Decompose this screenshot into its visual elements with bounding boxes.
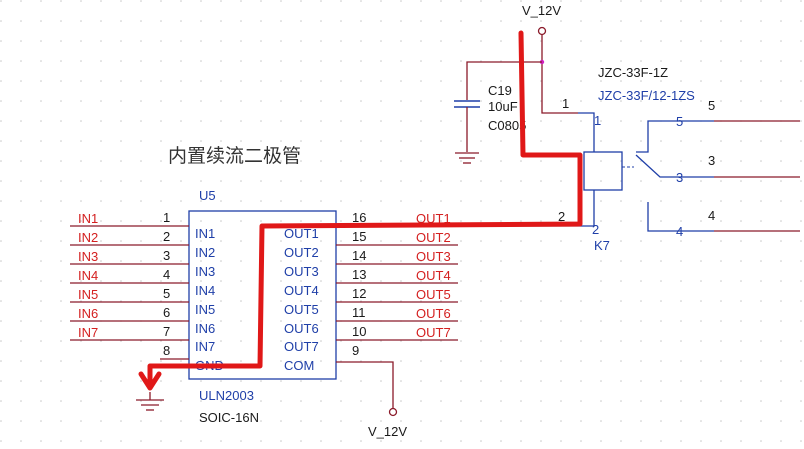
ic-left-pin-6: 6 IN6 (163, 305, 215, 336)
ic-right-pin-14: 14 OUT3 (284, 248, 366, 279)
relay-contact-pin-5: 5 (676, 114, 683, 129)
svg-text:6: 6 (163, 305, 170, 320)
svg-text:OUT1: OUT1 (284, 226, 319, 241)
svg-text:15: 15 (352, 229, 366, 244)
power-port-top (537, 26, 547, 36)
ic-left-pin-3: 3 IN3 (163, 248, 215, 279)
capacitor-ref: C19 (488, 83, 512, 98)
input-wires (70, 225, 189, 360)
ic-left-pin-5: 5 IN5 (163, 286, 215, 317)
ic-ref: U5 (199, 188, 216, 203)
relay-output-wires (714, 120, 800, 232)
ic-left-pin-7: 7 IN7 (163, 324, 215, 354)
net-label-out6: OUT6 (416, 306, 451, 321)
svg-text:OUT2: OUT2 (284, 245, 319, 260)
svg-text:4: 4 (163, 267, 170, 282)
svg-text:OUT7: OUT7 (284, 339, 319, 354)
ic-left-pin-1: 1 IN1 (163, 210, 215, 241)
relay-coil-pin-1-inner: 1 (594, 113, 601, 128)
svg-text:IN2: IN2 (195, 245, 215, 260)
svg-text:IN7: IN7 (195, 339, 215, 354)
ic-body (188, 210, 337, 380)
relay-model-1: JZC-33F-1Z (598, 65, 668, 80)
net-label-in6: IN6 (78, 306, 98, 321)
relay-k7 (578, 112, 714, 232)
relay-contact-pin-4: 4 (676, 224, 683, 239)
svg-text:COM: COM (284, 358, 314, 373)
svg-text:12: 12 (352, 286, 366, 301)
ground-symbol-ic (136, 392, 164, 411)
net-label-in4: IN4 (78, 268, 98, 283)
ic-left-pin-4: 4 IN4 (163, 267, 215, 298)
ic-right-pin-13: 13 OUT4 (284, 267, 366, 298)
current-path-arrowhead (138, 371, 162, 391)
svg-text:11: 11 (352, 305, 366, 320)
current-path-annotation (147, 30, 583, 389)
svg-text:8: 8 (163, 343, 170, 358)
net-label-out4: OUT4 (416, 268, 451, 283)
svg-text:IN5: IN5 (195, 302, 215, 317)
ic-right-pin-12: 12 OUT5 (284, 286, 366, 317)
ic-right-pin-11: 11 OUT6 (284, 305, 366, 336)
net-label-out5: OUT5 (416, 287, 451, 302)
relay-coil-pin-2: 2 (558, 209, 565, 224)
relay-coil-pin-1: 1 (562, 96, 569, 111)
relay-outer-pin-4: 4 (708, 208, 715, 223)
ic-right-pin-9: 9 COM (284, 343, 359, 373)
svg-text:OUT4: OUT4 (284, 283, 319, 298)
ic-left-pin-2: 2 IN2 (163, 229, 215, 260)
net-label-out3: OUT3 (416, 249, 451, 264)
relay-contact-pin-3: 3 (676, 170, 683, 185)
power-label-bottom: V_12V (368, 424, 407, 439)
capacitor-c19 (454, 100, 480, 152)
relay-coil-pin-2-inner: 2 (592, 222, 599, 237)
svg-text:5: 5 (163, 286, 170, 301)
ic-package: SOIC-16N (199, 410, 259, 425)
relay-outer-pin-5: 5 (708, 98, 715, 113)
svg-text:OUT3: OUT3 (284, 264, 319, 279)
svg-text:10: 10 (352, 324, 366, 339)
net-label-out1: OUT1 (416, 211, 451, 226)
svg-text:OUT6: OUT6 (284, 321, 319, 336)
ground-symbol-cap (455, 152, 479, 164)
net-label-out7: OUT7 (416, 325, 451, 340)
wire-v12-to-cap (466, 61, 542, 100)
capacitor-value: 10uF (488, 99, 518, 114)
svg-text:2: 2 (163, 229, 170, 244)
relay-ref: K7 (594, 238, 610, 253)
svg-text:16: 16 (352, 210, 366, 225)
net-label-in3: IN3 (78, 249, 98, 264)
svg-text:OUT5: OUT5 (284, 302, 319, 317)
net-label-in2: IN2 (78, 230, 98, 245)
relay-outer-pin-3: 3 (708, 153, 715, 168)
svg-text:IN3: IN3 (195, 264, 215, 279)
svg-text:13: 13 (352, 267, 366, 282)
svg-text:IN1: IN1 (195, 226, 215, 241)
net-label-in5: IN5 (78, 287, 98, 302)
ic-right-pin-16: 16 OUT1 (284, 210, 366, 241)
relay-model-2: JZC-33F/12-1ZS (598, 88, 695, 103)
power-port-bottom (388, 407, 398, 417)
ic-right-pin-10: 10 OUT7 (284, 324, 366, 354)
ic-right-pin-15: 15 OUT2 (284, 229, 366, 260)
svg-text:1: 1 (163, 210, 170, 225)
relay-coil-box (583, 151, 623, 191)
net-label-in1: IN1 (78, 211, 98, 226)
net-label-in7: IN7 (78, 325, 98, 340)
annotation-text: 内置续流二极管 (168, 145, 301, 167)
svg-text:7: 7 (163, 324, 170, 339)
ic-part: ULN2003 (199, 388, 254, 403)
wire-com-to-v12 (336, 361, 394, 408)
svg-text:9: 9 (352, 343, 359, 358)
capacitor-package: C0805 (488, 118, 526, 133)
svg-text:14: 14 (352, 248, 366, 263)
output-wires (336, 244, 458, 341)
svg-text:3: 3 (163, 248, 170, 263)
net-label-out2: OUT2 (416, 230, 451, 245)
svg-text:IN6: IN6 (195, 321, 215, 336)
power-label-top: V_12V (522, 3, 561, 18)
svg-text:IN4: IN4 (195, 283, 215, 298)
